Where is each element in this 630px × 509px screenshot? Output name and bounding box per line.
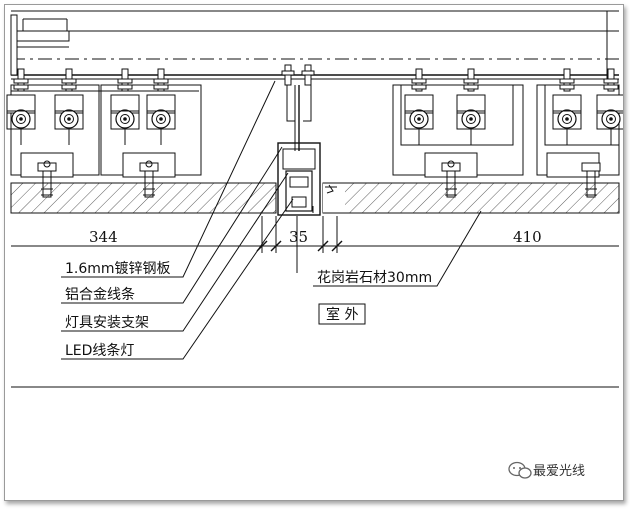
wechat-icon xyxy=(508,461,532,479)
callout-led-strip: LED线条灯 xyxy=(65,342,134,359)
callout-fixture-bracket: 灯具安装支架 xyxy=(65,315,149,331)
dimension-line xyxy=(11,206,619,273)
watermark-text: 最爱光线 xyxy=(533,464,585,479)
callout-steel-plate: 1.6mm镀锌钢板 xyxy=(65,260,171,277)
left-bracket-assembly xyxy=(6,68,202,198)
outdoor-box xyxy=(318,303,366,325)
outdoor-label: 室 外 xyxy=(326,306,358,323)
callout-aluminum-strip: 铝合金线条 xyxy=(65,286,135,303)
dimension-344: 344 xyxy=(89,228,118,246)
dimension-35: 35 xyxy=(289,228,308,246)
granite-stone-layer xyxy=(10,182,620,214)
right-bracket-assembly-b xyxy=(536,68,623,198)
dimension-410: 410 xyxy=(513,228,542,246)
granite-label: 花岗岩石材30mm xyxy=(317,270,432,286)
drawing-frame: 344 35 410 1.6mm镀锌钢板 铝合金线条 灯具安装支架 LED线条灯… xyxy=(4,4,624,501)
leader-lines xyxy=(61,80,482,360)
right-bracket-assembly-a xyxy=(392,68,524,198)
section-drawing: 344 35 410 1.6mm镀锌钢板 铝合金线条 灯具安装支架 LED线条灯… xyxy=(6,10,623,479)
corner-channel xyxy=(10,14,70,76)
led-fixture xyxy=(277,64,337,216)
